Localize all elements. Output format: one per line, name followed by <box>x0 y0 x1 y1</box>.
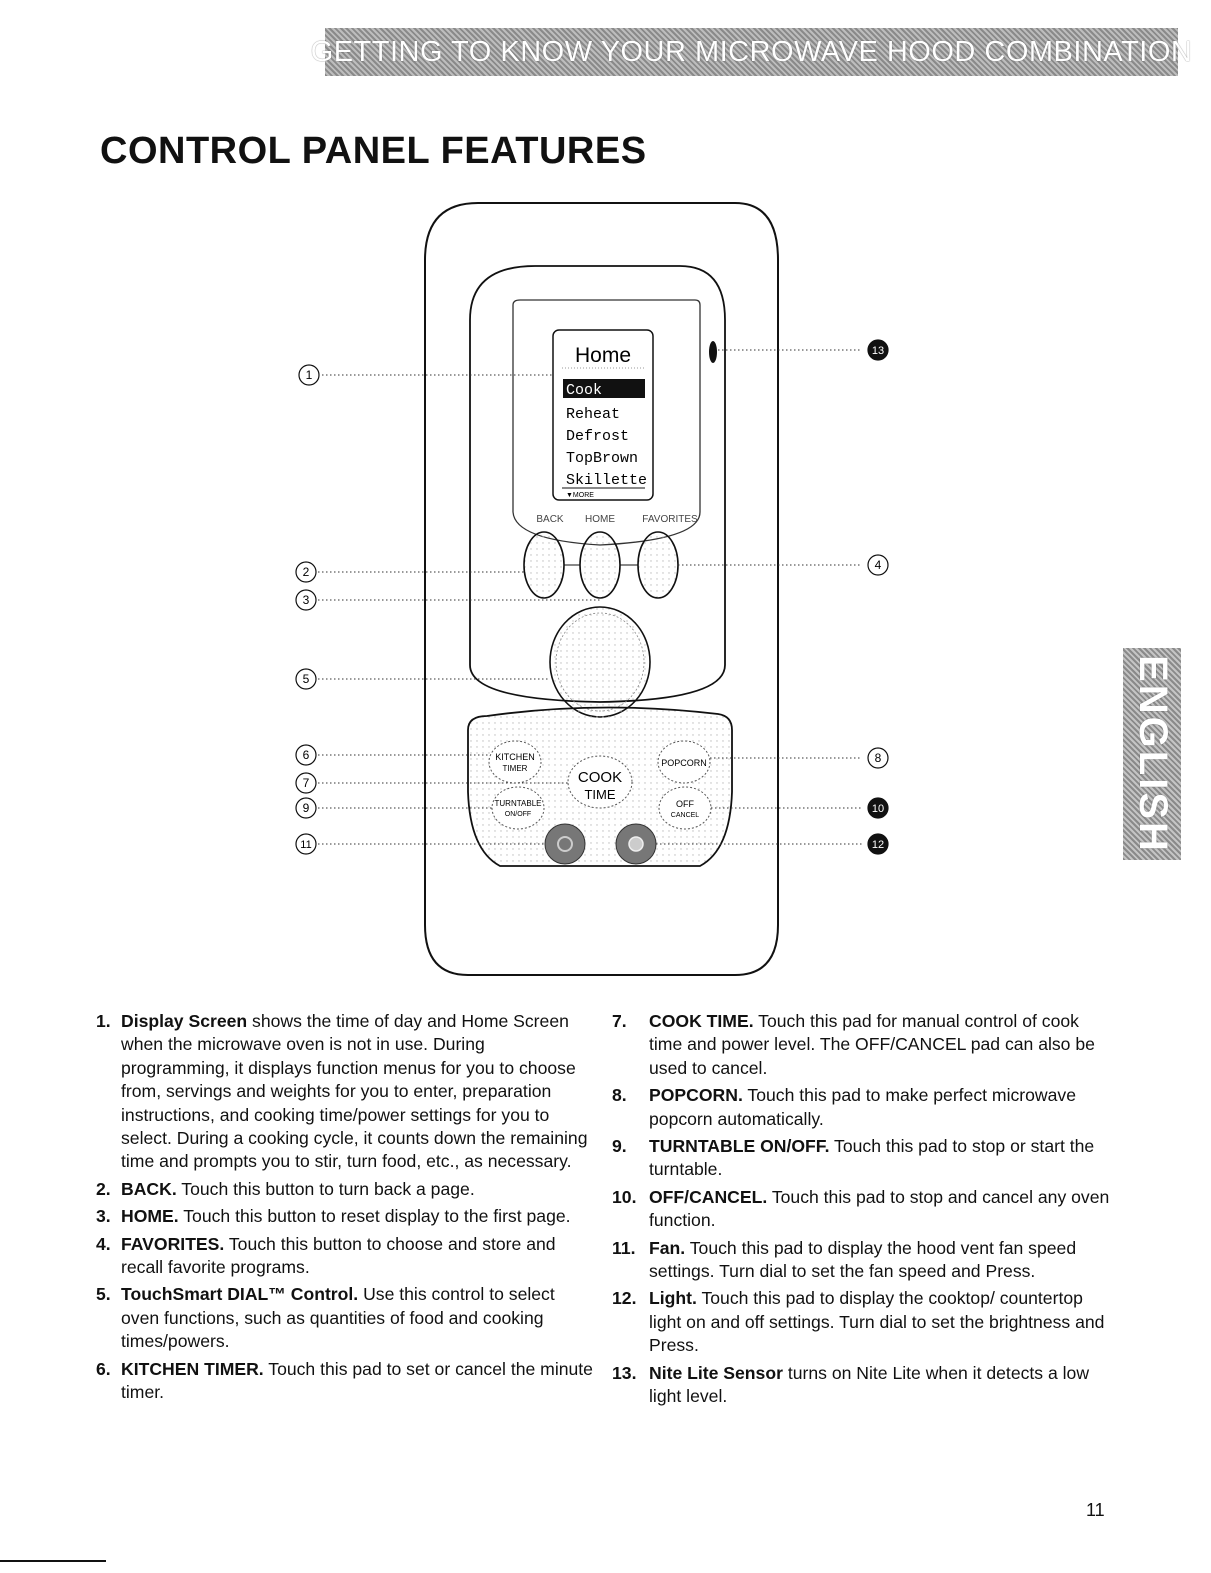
svg-text:2: 2 <box>303 565 310 579</box>
cook-time-label-1: COOK <box>578 769 622 786</box>
menu-item-reheat: Reheat <box>566 406 620 423</box>
favorites-label: FAVORITES <box>642 514 698 525</box>
page-title: CONTROL PANEL FEATURES <box>100 130 647 172</box>
section-banner: GETTING TO KNOW YOUR MICROWAVE HOOD COMB… <box>311 28 1192 76</box>
feature-list-left: 1.Display Screen shows the time of day a… <box>96 1010 596 1409</box>
back-button[interactable] <box>523 531 565 599</box>
list-item: 9.TURNTABLE ON/OFF. Touch this pad to st… <box>612 1136 1095 1180</box>
popcorn-label: POPCORN <box>661 758 707 768</box>
list-item: 8.POPCORN. Touch this pad to make perfec… <box>612 1085 1076 1129</box>
callout-8: 8 <box>867 747 889 769</box>
popcorn-pad[interactable] <box>657 740 711 784</box>
callout-9: 9 <box>295 797 317 819</box>
callout-3: 3 <box>295 589 317 611</box>
list-item: 3.HOME. Touch this button to reset displ… <box>96 1206 571 1227</box>
home-label: HOME <box>585 514 615 525</box>
turntable-pad[interactable] <box>491 786 545 830</box>
fan-pad[interactable] <box>544 823 586 865</box>
favorites-button[interactable] <box>637 531 679 599</box>
svg-text:12: 12 <box>872 839 884 851</box>
banner-text: GETTING TO KNOW YOUR MICROWAVE HOOD COMB… <box>310 35 1193 68</box>
menu-item-cook: Cook <box>566 382 602 399</box>
footer-rule <box>0 1560 106 1562</box>
svg-text:11: 11 <box>300 839 311 851</box>
menu-highlight <box>563 379 645 398</box>
light-icon <box>628 836 644 852</box>
fan-icon <box>557 836 573 852</box>
back-label: BACK <box>536 514 564 525</box>
display-screen <box>552 329 654 501</box>
control-panel-diagram: Home Cook Reheat Defrost TopBrown Skille… <box>295 202 889 976</box>
language-side-tab: ENGLISH <box>1123 648 1181 860</box>
page-number: 11 <box>1086 1500 1105 1520</box>
list-item: 7.COOK TIME. Touch this pad for manual c… <box>612 1011 1095 1078</box>
svg-text:5: 5 <box>303 672 310 686</box>
svg-text:9: 9 <box>303 801 310 815</box>
off-label-1: OFF <box>676 799 694 809</box>
callout-11: 11 <box>295 833 317 855</box>
list-item: 6.KITCHEN TIMER. Touch this pad to set o… <box>96 1358 593 1403</box>
touchsmart-dial[interactable] <box>549 606 651 718</box>
cook-time-pad[interactable] <box>567 755 633 809</box>
list-item: 12.Light. Touch this pad to display the … <box>612 1288 1105 1356</box>
kitchen-timer-label-1: KITCHEN <box>495 752 535 762</box>
svg-text:3: 3 <box>303 593 310 607</box>
callout-5: 5 <box>295 668 317 690</box>
callout-1: 1 <box>298 364 320 386</box>
svg-text:8: 8 <box>875 751 882 765</box>
svg-text:4: 4 <box>875 558 882 572</box>
off-label-2: CANCEL <box>671 812 700 819</box>
screen-title: Home <box>575 344 631 367</box>
kitchen-timer-label-2: TIMER <box>503 764 528 773</box>
list-item: 10.OFF/CANCEL. Touch this pad to stop an… <box>612 1186 1110 1231</box>
list-item: 13.Nite Lite Sensor turns on Nite Lite w… <box>612 1362 1090 1407</box>
svg-text:13: 13 <box>872 345 884 357</box>
svg-text:10: 10 <box>872 803 884 815</box>
list-item: 1.Display Screen shows the time of day a… <box>96 1011 588 1172</box>
callout-4: 4 <box>867 554 889 576</box>
callout-2: 2 <box>295 561 317 583</box>
menu-more: ▼MORE <box>566 492 594 499</box>
cook-time-label-2: TIME <box>584 787 615 802</box>
kitchen-timer-pad[interactable] <box>488 740 542 784</box>
feature-list-right: 7.COOK TIME. Touch this pad for manual c… <box>612 1010 1112 1413</box>
panel-outline <box>424 202 779 976</box>
svg-text:1: 1 <box>306 368 313 382</box>
menu-item-defrost: Defrost <box>566 428 629 445</box>
turntable-label-2: ON/OFF <box>505 811 531 818</box>
nite-lite-sensor <box>709 341 717 363</box>
callout-7: 7 <box>295 772 317 794</box>
callout-10: 10 <box>867 797 889 819</box>
menu-item-skillette: Skillette <box>566 472 647 489</box>
list-item: 5.TouchSmart DIAL™ Control. Use this con… <box>96 1284 555 1352</box>
home-button[interactable] <box>579 531 621 599</box>
turntable-label-1: TURNTABLE <box>495 799 542 808</box>
list-item: 4.FAVORITES. Touch this button to choose… <box>96 1233 556 1278</box>
list-item: 2.BACK. Touch this button to turn back a… <box>96 1178 475 1199</box>
callout-13: 13 <box>867 339 889 361</box>
svg-text:7: 7 <box>303 776 310 790</box>
callout-12: 12 <box>867 833 889 855</box>
menu-item-topbrown: TopBrown <box>566 450 638 467</box>
list-item: 11.Fan. Touch this pad to display the ho… <box>612 1237 1077 1282</box>
callout-6: 6 <box>295 744 317 766</box>
svg-text:6: 6 <box>303 748 310 762</box>
